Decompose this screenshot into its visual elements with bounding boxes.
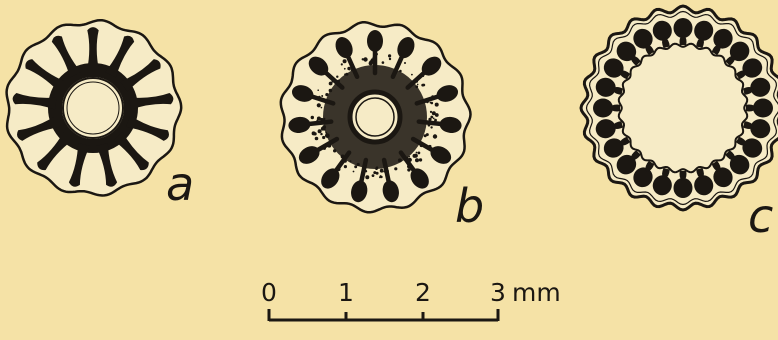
stipple-dot [411, 74, 413, 76]
panel-label-a: a [166, 157, 194, 211]
stipple-dot [317, 89, 319, 91]
stipple-dot [430, 126, 432, 128]
stipple-dot [357, 163, 360, 166]
stipple-dot [399, 70, 402, 73]
stipple-dot [433, 113, 435, 115]
stipple-dot [433, 118, 435, 120]
stipple-dot [315, 137, 319, 141]
cross-section-c: c [581, 6, 778, 243]
stipple-dot [344, 68, 346, 70]
scale-unit-label: mm [512, 278, 561, 307]
stipple-dot [322, 136, 325, 139]
stipple-dot [363, 57, 367, 61]
stipple-dot [312, 131, 316, 135]
stipple-dot [430, 116, 433, 119]
stipple-dot [341, 63, 343, 65]
stipple-dot [435, 113, 439, 117]
stipple-dot [413, 154, 417, 158]
stipple-dot [433, 134, 437, 138]
stipple-dot [354, 165, 357, 168]
cross-section-b-drawing [281, 22, 471, 212]
central-cavity [620, 45, 746, 171]
stipple-dot [317, 103, 321, 107]
stipple-dot [388, 54, 391, 57]
cross-section-a: a [7, 20, 195, 211]
stipple-dot [325, 132, 327, 134]
stipple-dot [350, 160, 352, 162]
stipple-dot [365, 175, 369, 179]
stipple-dot [325, 93, 328, 96]
stipple-dot [329, 89, 333, 93]
stipple-dot [416, 152, 418, 154]
pith [350, 92, 400, 142]
stipple-dot [380, 176, 382, 178]
cross-section-c-drawing [581, 6, 778, 210]
scale-tick-label-3: 3 [490, 278, 506, 307]
stipple-dot [344, 73, 346, 75]
cross-section-a-drawing [7, 20, 182, 195]
stipple-dot [320, 133, 322, 135]
bundle-stalk [419, 122, 443, 125]
scale-tick-label-1: 1 [338, 278, 354, 307]
stipple-dot [424, 134, 427, 137]
stipple-dot [415, 85, 418, 88]
cross-section-b: b [281, 22, 484, 233]
stipple-dot [418, 152, 421, 155]
stipple-dot [404, 62, 406, 64]
stipple-dot [380, 169, 384, 173]
stipple-dot [389, 58, 391, 60]
stipple-dot [373, 171, 376, 174]
stipple-dot [419, 158, 422, 161]
stipple-dot [318, 129, 322, 133]
stipple-dot [394, 167, 397, 170]
stipple-dot [398, 158, 402, 162]
stipple-dot [336, 76, 338, 78]
stipple-dot [344, 165, 347, 168]
panel-label-c: c [748, 189, 773, 243]
stipple-dot [321, 127, 325, 131]
stipple-dot [435, 103, 439, 107]
stipple-dot [431, 102, 434, 105]
stipple-dot [430, 111, 432, 113]
stipple-dot [372, 174, 375, 177]
stipple-dot [353, 171, 355, 173]
bundle-stalk [307, 122, 331, 125]
stipple-dot [343, 59, 347, 63]
stipple-dot [325, 134, 329, 138]
scale-tick-label-0: 0 [261, 278, 277, 307]
stipple-dot [321, 107, 323, 109]
scale-bar: 0 1 2 3 mm [261, 278, 561, 321]
stipple-dot [375, 167, 378, 170]
stipple-dot [408, 156, 410, 158]
panel-label-b: b [455, 179, 484, 233]
stipple-dot [382, 61, 385, 64]
pith [63, 78, 123, 138]
stipple-dot [333, 149, 336, 152]
stipple-dot [415, 158, 419, 162]
stipple-dot [311, 116, 314, 119]
stipple-dot [417, 84, 419, 86]
bundle-head [367, 30, 383, 52]
scale-tick-label-2: 2 [415, 278, 431, 307]
stipple-dot [422, 84, 425, 87]
stipple-dot [321, 95, 323, 97]
